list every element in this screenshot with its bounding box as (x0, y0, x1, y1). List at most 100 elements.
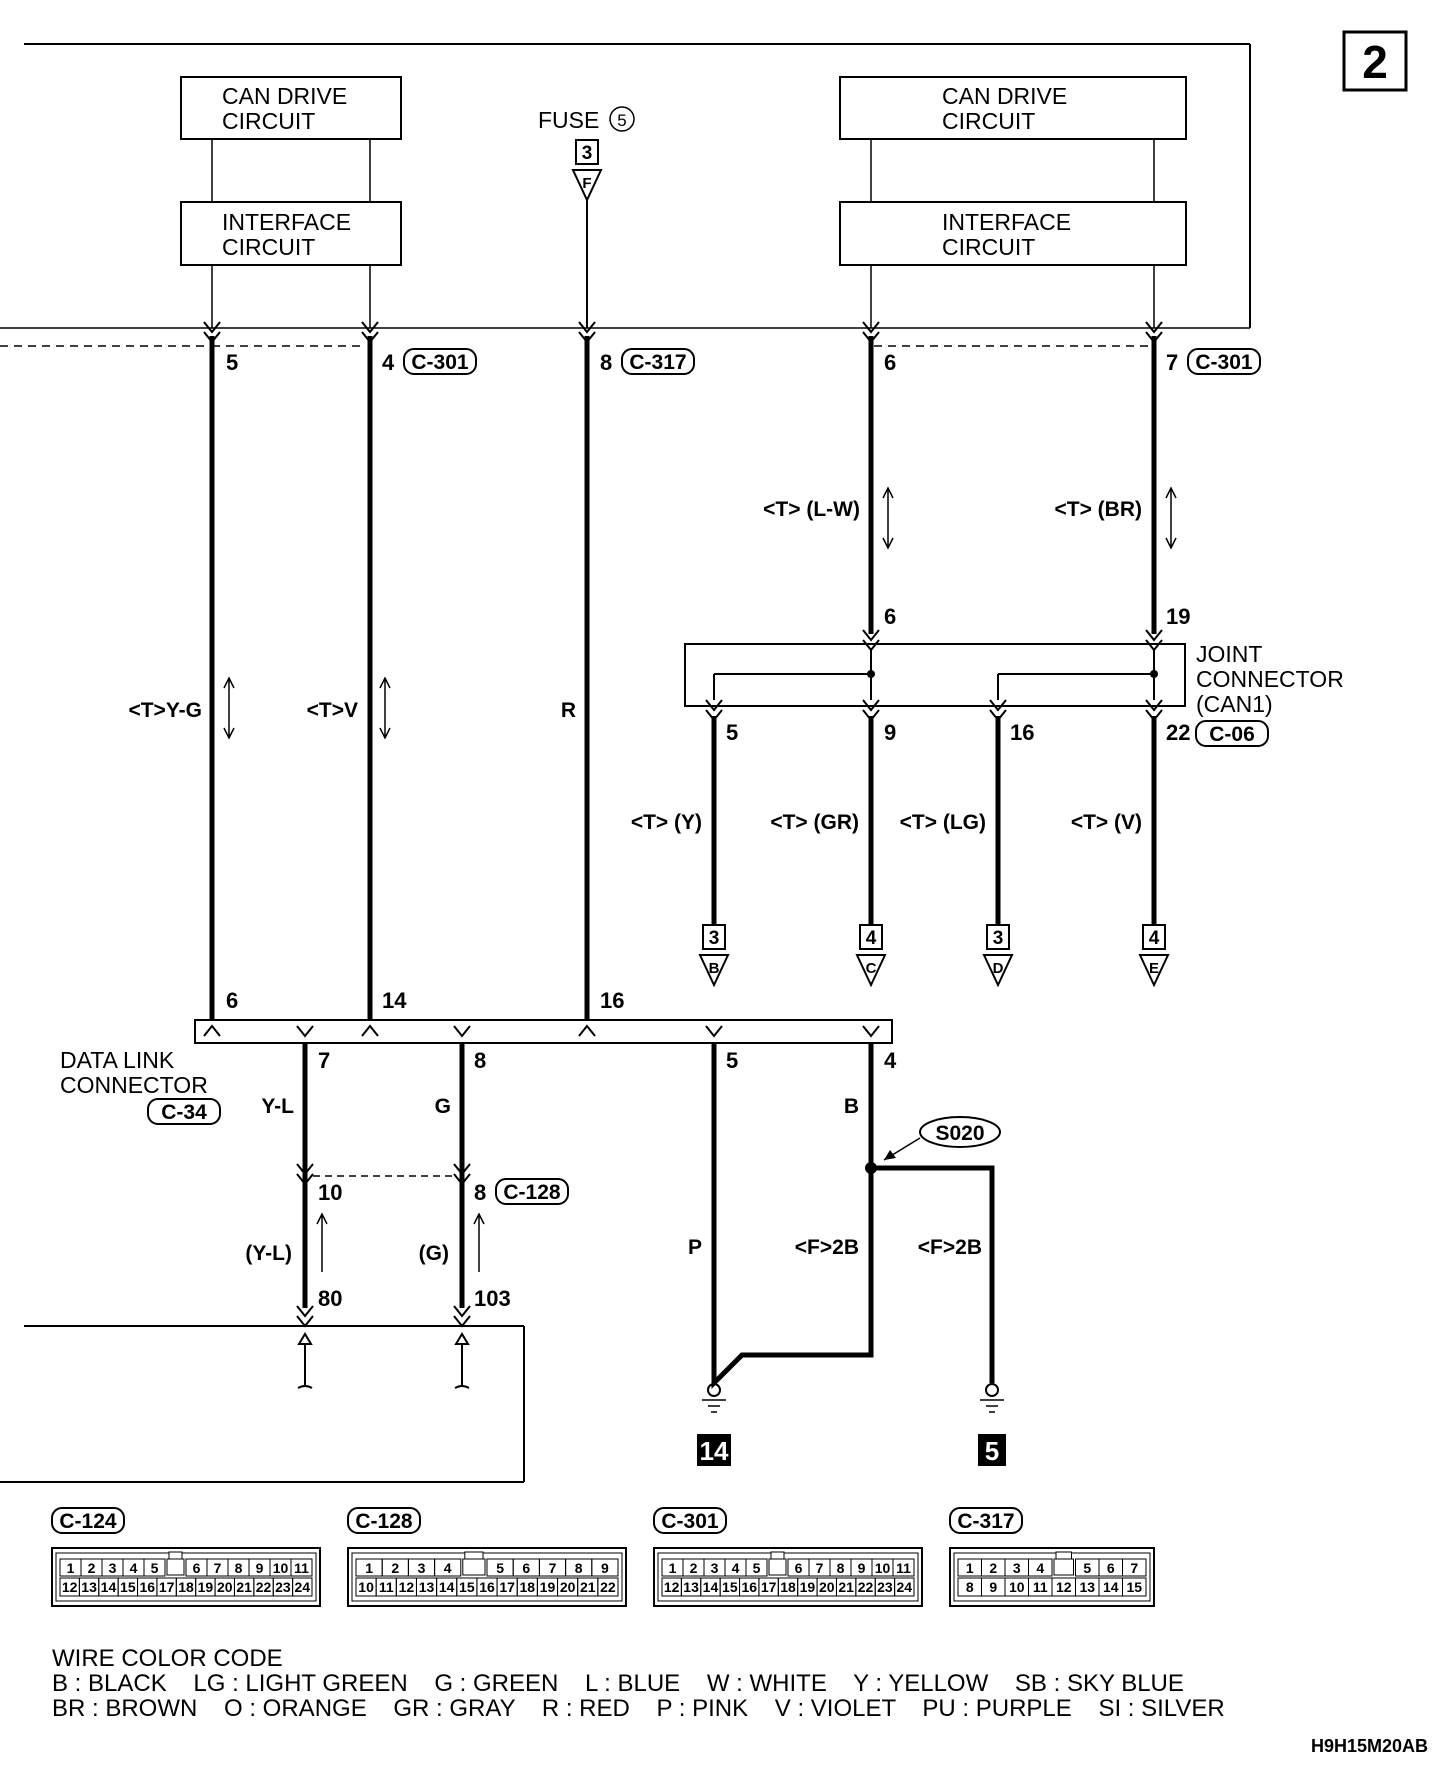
dlc-color-5: P (688, 1236, 702, 1259)
lower-wires (302, 1043, 995, 1390)
pin-label: 9 (858, 1560, 866, 1576)
pin-label: 11 (379, 1579, 394, 1595)
c128-pin-8: 8 (474, 1180, 486, 1205)
pin-label: 4 (130, 1560, 138, 1576)
fuse-number-circle (609, 106, 635, 132)
svg-text:3: 3 (993, 928, 1004, 949)
pin-label: 16 (741, 1579, 757, 1595)
lower-wire-colors: Y-L G P B <F>2B <F>2B (Y-L) (G) (245, 1095, 982, 1265)
joint-color-22: <T> (V) (1071, 811, 1142, 834)
pin-label: 23 (275, 1579, 291, 1595)
joint-in-pin-1: 6 (884, 604, 896, 629)
svg-text:C: C (866, 960, 877, 977)
drawing-code: H9H15M20AB (1311, 1736, 1428, 1756)
offpage-ref-c: 4 C (855, 924, 887, 988)
pin-label: 24 (295, 1579, 311, 1595)
pin-label: 13 (419, 1579, 435, 1595)
pin-label: 2 (88, 1560, 96, 1576)
top-pin-3: 8 (600, 350, 612, 375)
fuse-number: 5 (617, 111, 626, 130)
pin-label: 1 (67, 1560, 75, 1576)
pin-label: 1 (365, 1560, 373, 1576)
pin-label: 8 (235, 1560, 243, 1576)
offpage-ref-d: 3 D (982, 924, 1014, 988)
main-wires (209, 336, 1157, 1020)
offpage-ref-b: 3 B (698, 924, 730, 988)
pin-label: 18 (780, 1579, 796, 1595)
page-number-box (1342, 30, 1408, 92)
pin-label: 15 (459, 1579, 475, 1595)
pin-label: 15 (120, 1579, 136, 1595)
top-pin-4: 6 (884, 350, 896, 375)
bottom-pin-80: 80 (318, 1286, 342, 1311)
pin-label: 10 (875, 1560, 891, 1576)
legend-title: WIRE COLOR CODE (52, 1645, 283, 1672)
joint-out-pin-4: 22 (1166, 720, 1190, 745)
dlc-bottom-pin-7: 7 (318, 1048, 330, 1073)
connector-name: C-301 (661, 1510, 719, 1533)
top-pin-5-connector: C-301 (1195, 351, 1253, 374)
pin-label: 16 (479, 1579, 495, 1595)
top-pin-5: 7 (1166, 350, 1178, 375)
pin-label: 13 (81, 1579, 97, 1595)
pin-label: 22 (256, 1579, 272, 1595)
dlc-bottom-pin-8: 8 (474, 1048, 486, 1073)
splice-s020: S020 (865, 1116, 1001, 1174)
pin-label: 9 (601, 1560, 609, 1576)
pin-label: 22 (858, 1579, 874, 1595)
pin-label: 24 (897, 1579, 913, 1595)
svg-text:E: E (1149, 960, 1159, 977)
connector-name: C-317 (957, 1510, 1014, 1533)
page-number: 2 (1362, 36, 1388, 88)
joint-in-pin-2: 19 (1166, 604, 1190, 629)
pin-label: 7 (1130, 1560, 1138, 1576)
ground-14-label: 14 (700, 1436, 729, 1466)
interface-circuit-left (180, 201, 402, 266)
signal-color-2: (G) (419, 1242, 449, 1265)
offpage-ref-e: 4 E (1138, 924, 1170, 988)
wire-color-3: R (561, 699, 576, 722)
pin-label: 10 (358, 1579, 374, 1595)
pin-label: 2 (690, 1560, 698, 1576)
top-connector-marks (203, 321, 1163, 344)
pin-label: 12 (399, 1579, 415, 1595)
pin-label: 6 (1107, 1560, 1115, 1576)
pin-label: 3 (1013, 1560, 1021, 1576)
joint-out-pin-1: 5 (726, 720, 738, 745)
pin-label: 18 (520, 1579, 536, 1595)
joint-color-16: <T> (LG) (900, 811, 986, 834)
joint-output-colors: <T> (Y) <T> (GR) <T> (LG) <T> (V) (631, 811, 1142, 834)
dlc-color-7: Y-L (261, 1095, 294, 1118)
pin-label: 4 (444, 1560, 452, 1576)
pin-label: 6 (522, 1560, 530, 1576)
can-drive-circuit-right (839, 76, 1187, 140)
pin-label: 14 (1103, 1579, 1119, 1595)
pin-label: 8 (837, 1560, 845, 1576)
pin-label: 21 (838, 1579, 854, 1595)
pin-label: 21 (236, 1579, 252, 1595)
pin-label: 19 (540, 1579, 556, 1595)
pin-label: 5 (151, 1560, 159, 1576)
pin-label: 8 (966, 1579, 974, 1595)
fuse-ref-box (575, 139, 599, 165)
pin-label: 2 (989, 1560, 997, 1576)
fuse-ref-triangle (571, 169, 603, 203)
pin-label: 3 (109, 1560, 117, 1576)
pin-label: 6 (795, 1560, 803, 1576)
top-pin-2-connector: C-301 (411, 351, 469, 374)
pin-label: 5 (496, 1560, 504, 1576)
pin-label: 17 (761, 1579, 777, 1595)
dlc-top-pin-6: 6 (226, 988, 238, 1013)
joint-out-pin-2: 9 (884, 720, 896, 745)
fuse-input: FUSE 5 3 F (538, 106, 635, 328)
